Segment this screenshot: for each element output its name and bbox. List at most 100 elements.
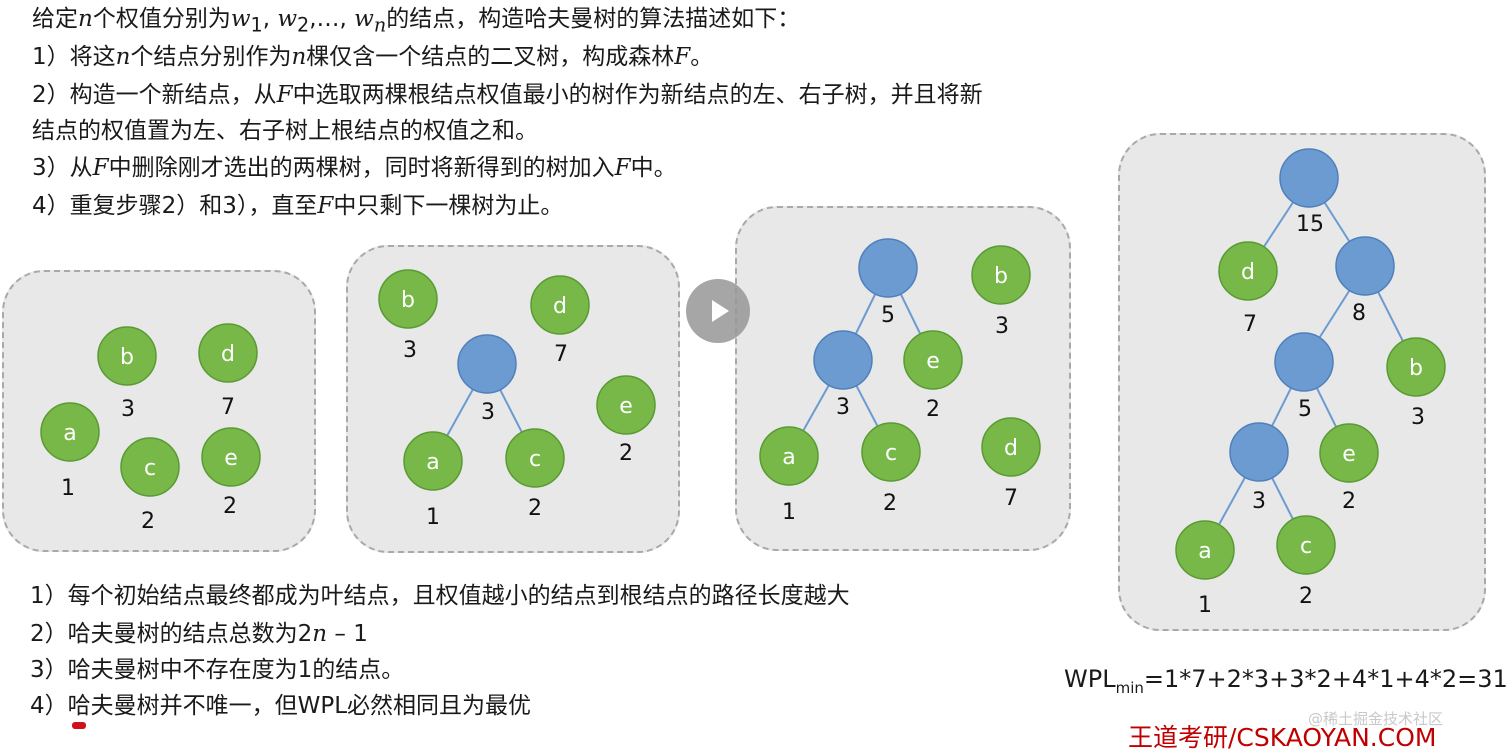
node-weight: 3 (481, 400, 495, 425)
tree-node-c: c 2 (505, 428, 565, 521)
node-weight: 2 (1342, 489, 1356, 514)
node-weight: 1 (782, 500, 796, 525)
tree-node-d: d 7 (198, 323, 258, 420)
intro-var-n: n (78, 6, 93, 32)
step-1-text-a: 1）将这 (32, 44, 116, 70)
tree-node-a: a 1 (403, 431, 463, 530)
node-label: b (120, 345, 134, 370)
intro-text-2: 个权值分别为 (92, 6, 231, 32)
node-label: b (1409, 356, 1423, 381)
tree-node-e: e 2 (201, 427, 261, 519)
node-label: d (221, 342, 235, 367)
node-weight: 7 (221, 395, 235, 420)
node-label: a (1198, 539, 1211, 564)
step-1-var-n: n (115, 44, 131, 70)
intro-text-3: 的结点，构造哈夫曼树的算法描述如下： (386, 6, 801, 32)
node-weight: 5 (881, 303, 895, 328)
step-1-var-F: F (674, 44, 691, 70)
play-icon[interactable] (712, 300, 729, 322)
step-2-text-a: 2）构造一个新结点，从 (32, 82, 277, 108)
intro-var-w2: w (277, 6, 298, 32)
property-2: 2）哈夫曼树的结点总数为2n – 1 (30, 619, 368, 649)
wpl-formula: WPLmin=1*7+2*3+3*2+4*1+4*2=31 (1064, 664, 1508, 703)
step-3-text-c: 中。 (630, 155, 677, 181)
step-1-text-c: 棵仅含一个结点的二叉树，构成森林 (306, 44, 675, 70)
node-label: a (782, 445, 795, 470)
node-label: c (885, 441, 897, 466)
intro-line: 给定n个权值分别为w1, w2,…, wn的结点，构造哈夫曼树的算法描述如下： (32, 4, 800, 41)
node-weight: 2 (223, 494, 237, 519)
step-2: 2）构造一个新结点，从F中选取两棵根结点权值最小的树作为新结点的左、右子树，并且… (32, 80, 983, 110)
property-2-text-b: – 1 (327, 621, 368, 647)
node-label: b (401, 288, 415, 313)
node-label: d (553, 294, 567, 319)
tree-node-internal: 5 (1274, 332, 1334, 422)
node-label: d (1004, 436, 1018, 461)
step-1: 1）将这n个结点分别作为n棵仅含一个结点的二叉树，构成森林F。 (32, 42, 713, 72)
property-1: 1）每个初始结点最终都成为叶结点，且权值越小的结点到根结点的路径长度越大 (30, 583, 850, 609)
node-label: a (63, 421, 76, 446)
brand-logo-text: 王道考研/CSKAOYAN.COM (1128, 723, 1437, 752)
node-label: b (994, 264, 1008, 289)
node-weight: 7 (1004, 486, 1018, 511)
wpl-label: WPL (1064, 665, 1116, 693)
node-weight: 3 (403, 338, 417, 363)
node-weight: 3 (1252, 489, 1266, 514)
step-2-text-c: 结点的权值置为左、右子树上根结点的权值之和。 (32, 118, 538, 144)
intro-sub-1: 1 (250, 13, 263, 37)
step-1-text-d: 。 (690, 44, 714, 70)
tree-node-e: e 2 (1319, 423, 1379, 514)
step-3-var-F2: F (614, 155, 631, 181)
node-weight: 7 (554, 342, 568, 367)
node-label: a (426, 450, 439, 475)
node-weight: 1 (426, 505, 440, 530)
node-weight: 1 (61, 476, 75, 501)
tree-node-b: b 3 (97, 326, 157, 422)
node-label: d (1241, 260, 1255, 285)
node-weight: 2 (619, 441, 633, 466)
step-4-text-b: 中只剩下一棵树为止。 (333, 193, 564, 219)
tree-node-a: a 1 (759, 426, 819, 525)
tree-node-e: e 2 (596, 375, 656, 466)
node-weight: 3 (836, 395, 850, 420)
tree-node-c: c 2 (861, 422, 921, 516)
tree-node-internal: 8 (1335, 236, 1395, 326)
tree-node-a: a 1 (1175, 520, 1235, 618)
intro-sub-n: n (373, 13, 387, 37)
node-weight: 8 (1352, 301, 1366, 326)
node-label: e (224, 446, 238, 471)
property-3: 3）哈夫曼树中不存在度为1的结点。 (30, 657, 405, 683)
node-weight: 3 (1411, 405, 1425, 430)
node-weight: 7 (1243, 312, 1257, 337)
step-3: 3）从F中删除刚才选出的两棵树，同时将新得到的树加入F中。 (32, 153, 677, 183)
wpl-subscript: min (1115, 678, 1144, 697)
step-4-text-a: 4）重复步骤2）和3），直至 (32, 193, 318, 219)
node-label: e (1342, 442, 1356, 467)
node-weight: 5 (1298, 397, 1312, 422)
intro-var-wn: w (354, 6, 374, 32)
tree-node-d: d 7 (981, 417, 1041, 511)
watermark: @稀土掘金技术社区 (1308, 710, 1444, 728)
step-4: 4）重复步骤2）和3），直至F中只剩下一棵树为止。 (32, 191, 563, 221)
tree-node-d: d 7 (530, 275, 590, 367)
step-3-var-F: F (92, 155, 109, 181)
intro-sub-2: 2 (297, 13, 310, 37)
intro-text-1: 给定 (32, 6, 78, 32)
node-weight: 3 (121, 397, 135, 422)
intro-var-w1: w (230, 6, 251, 32)
step-3-text-a: 3）从 (32, 155, 93, 181)
node-label: c (1300, 534, 1312, 559)
step-2-text-b: 中选取两棵根结点权值最小的树作为新结点的左、右子树，并且将新 (292, 82, 983, 108)
node-weight: 3 (995, 314, 1009, 339)
property-2-var-n: n (312, 621, 328, 647)
step-3-text-b: 中删除刚才选出的两棵树，同时将新得到的树加入 (108, 155, 615, 181)
tree-node-b: b 3 (378, 269, 438, 363)
node-weight: 15 (1296, 212, 1324, 237)
node-weight: 2 (528, 496, 542, 521)
tree-node-c: c 2 (120, 437, 180, 534)
tree-node-a: a 1 (40, 402, 100, 501)
property-2-text-a: 2）哈夫曼树的结点总数为2 (30, 621, 313, 647)
tree-node-b: b 3 (971, 245, 1031, 339)
node-label: c (144, 456, 156, 481)
